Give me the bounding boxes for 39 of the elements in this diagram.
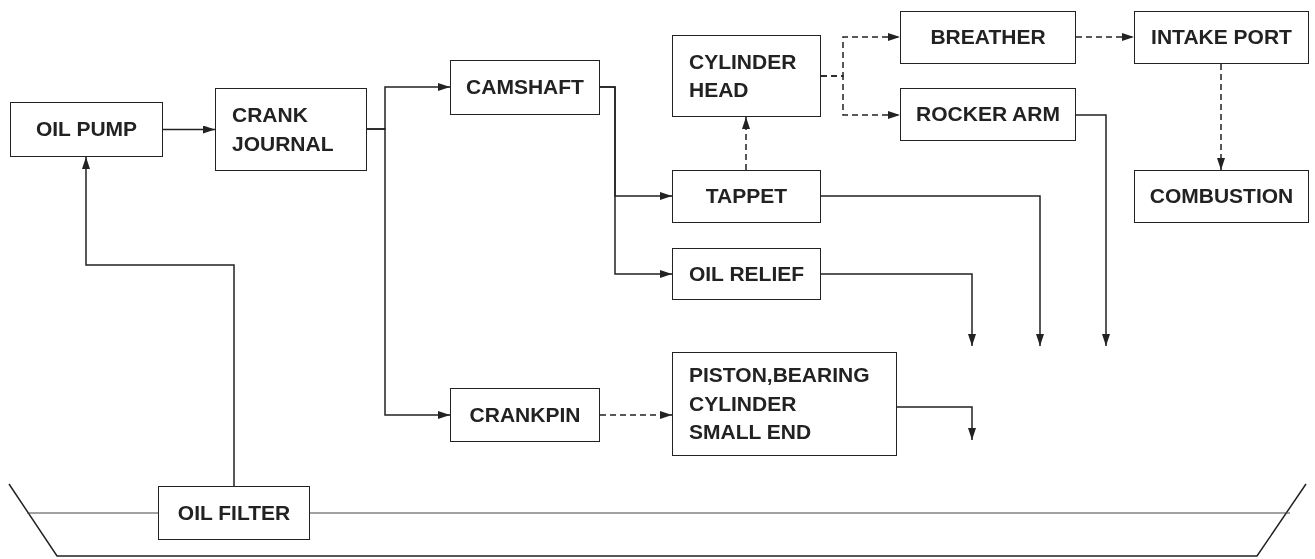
process-box <box>672 170 821 223</box>
arrow <box>366 128 451 419</box>
process-box <box>900 88 1076 141</box>
arrow <box>82 156 235 487</box>
arrow <box>1075 114 1110 347</box>
arrow <box>162 125 216 134</box>
box-label: ROCKER ARM <box>916 101 1060 128</box>
arrow <box>599 86 673 278</box>
process-box <box>900 11 1076 64</box>
process-box <box>672 352 897 456</box>
process-box <box>450 60 600 115</box>
arrow <box>742 116 750 171</box>
process-box <box>215 88 367 171</box>
process-box <box>10 102 163 157</box>
process-box <box>1134 11 1309 64</box>
process-box <box>1134 170 1309 223</box>
arrow <box>1075 33 1135 41</box>
arrow <box>820 273 976 347</box>
process-box <box>158 486 310 540</box>
box-label: OIL PUMP <box>35 116 138 143</box>
box-label: CYLINDER HEAD <box>689 48 798 103</box>
process-box <box>672 35 821 117</box>
box-label: OIL FILTER <box>177 499 291 526</box>
box-label: PISTON,BEARING CYLINDER SMALL END <box>689 362 871 446</box>
process-box <box>672 248 821 300</box>
box-label: OIL RELIEF <box>688 260 805 287</box>
process-box <box>450 388 600 442</box>
arrow <box>599 411 673 419</box>
arrow <box>896 406 976 441</box>
box-label: COMBUSTION <box>1149 183 1294 210</box>
arrow <box>820 75 901 119</box>
arrow <box>820 195 1044 347</box>
box-label: CAMSHAFT <box>466 74 584 101</box>
box-label: CRANKPIN <box>469 401 581 428</box>
arrow <box>1217 63 1225 171</box>
box-label: BREATHER <box>930 24 1046 51</box>
box-label: CRANK JOURNAL <box>232 102 335 157</box>
box-label: INTAKE PORT <box>1151 24 1292 51</box>
box-label: TAPPET <box>705 183 788 210</box>
